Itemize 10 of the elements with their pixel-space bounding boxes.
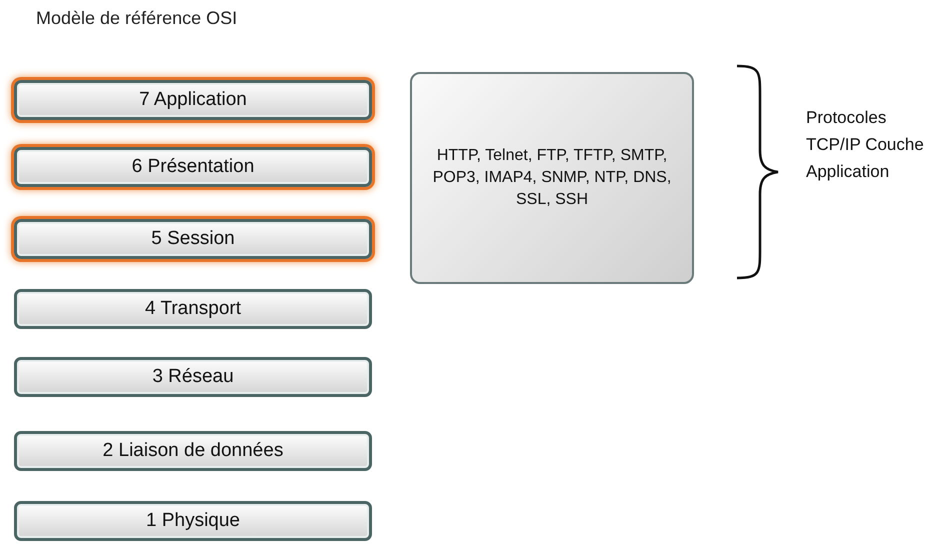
protocol-box: HTTP, Telnet, FTP, TFTP, SMTP, POP3, IMAP4, SNMP, NTP, DNS, SSL, SSH [410, 72, 694, 284]
layer-box: 6 Présentation [14, 147, 372, 187]
group-label: Protocoles TCP/IP Couche Application [806, 107, 925, 183]
layer-box: 3 Réseau [14, 357, 372, 397]
layer-box: 1 Physique [14, 501, 372, 541]
layer-box: 5 Session [14, 219, 372, 259]
layer-box: 4 Transport [14, 289, 372, 329]
layer-box: 7 Application [14, 80, 372, 120]
layer-box: 2 Liaison de données [14, 431, 372, 471]
diagram-title: Modèle de référence OSI [36, 8, 238, 29]
